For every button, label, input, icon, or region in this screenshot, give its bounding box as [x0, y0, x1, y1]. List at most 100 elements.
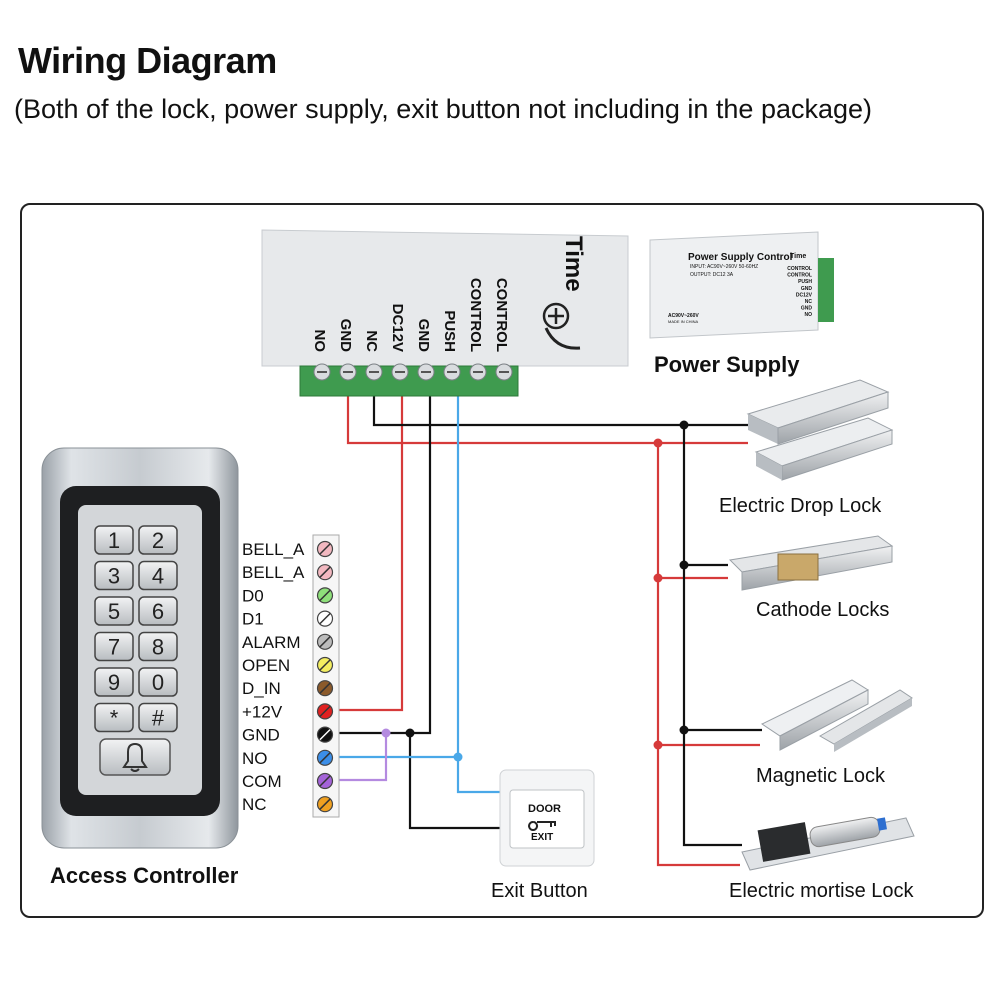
- controller-terminal-slot: [319, 589, 331, 601]
- power-supply-terminal-label: CONTROL: [467, 278, 484, 352]
- controller-terminal-slot: [319, 798, 331, 810]
- keypad-key-label: 3: [108, 564, 120, 589]
- keypad-key: [94, 667, 134, 697]
- controller-terminal-label: GND: [242, 726, 280, 745]
- wire-red-12v: [334, 390, 404, 712]
- exit-button-label: Exit Button: [491, 880, 588, 902]
- controller-terminal-label: D_IN: [242, 679, 281, 698]
- controller-terminal-slot: [319, 729, 331, 741]
- controller-terminal-label: ALARM: [242, 633, 301, 652]
- power-supply-terminal-label: NC: [363, 330, 380, 352]
- power-supply-brand: Time: [560, 236, 587, 292]
- product-terminal-label: PUSH: [798, 279, 812, 285]
- keypad-key-label: 7: [108, 635, 120, 660]
- junction-purple: [381, 728, 391, 738]
- product-title: Power Supply Control: [688, 252, 793, 263]
- keypad-key: [94, 596, 134, 626]
- controller-terminal-block: [312, 534, 340, 818]
- product-terminal-label: NC: [805, 299, 813, 305]
- time-logo-icon: [542, 302, 581, 350]
- page-title: Wiring Diagram: [18, 40, 277, 81]
- controller-terminal-label: NO: [242, 749, 268, 768]
- junction-black: [679, 725, 689, 735]
- keypad-key: [94, 702, 134, 733]
- power-supply-terminal-label: DC12V: [389, 304, 406, 352]
- keypad-key: [138, 525, 178, 555]
- product-output: OUTPUT: DC12 3A: [690, 272, 734, 278]
- cathode-lock-image: [728, 535, 894, 591]
- controller-terminal-label: D0: [242, 586, 264, 605]
- controller-terminal-label: NC: [242, 795, 267, 814]
- lock-label-mortise: Electric mortise Lock: [729, 880, 914, 902]
- exit-button-exit-text: EXIT: [531, 832, 553, 843]
- power-supply-terminal-label: GND: [337, 319, 354, 353]
- wire-black-exit: [408, 733, 500, 830]
- junction-red: [653, 438, 663, 448]
- diagram-frame: [20, 203, 984, 918]
- product-input: INPUT: AC90V~260V 50-60HZ: [690, 264, 758, 270]
- wire-blue-push: [334, 390, 460, 759]
- controller-terminal-slot: [319, 682, 331, 694]
- keypad-key-label: #: [152, 706, 165, 731]
- junction-black: [679, 420, 689, 430]
- power-supply-terminal-label: NO: [311, 330, 328, 353]
- wire-purple-com: [334, 733, 388, 782]
- keypad-key-label: 1: [108, 528, 120, 553]
- keypad-key: [94, 560, 134, 591]
- junction-blue: [453, 752, 463, 762]
- product-terminal-label: GND: [801, 286, 813, 292]
- keypad-key: [94, 525, 134, 555]
- controller-terminal-label: BELL_A: [242, 563, 305, 582]
- wire-black-gnd: [334, 390, 432, 735]
- keypad-key-label: 0: [152, 670, 164, 695]
- controller-terminal-slot: [319, 659, 331, 671]
- keypad-key: [138, 702, 178, 733]
- lock-label-magnetic: Magnetic Lock: [756, 765, 886, 787]
- controller-terminal-slot: [319, 566, 331, 578]
- lock-label-drop: Electric Drop Lock: [719, 495, 882, 517]
- bell-button: [99, 738, 171, 776]
- controller-terminal-slot: [319, 775, 331, 787]
- product-terminal-label: NO: [805, 312, 813, 318]
- controller-terminal-slot: [319, 613, 331, 625]
- power-supply-label: Power Supply: [654, 352, 800, 377]
- terminal-screws: [313, 363, 513, 381]
- page-subtitle: (Both of the lock, power supply, exit bu…: [14, 94, 873, 124]
- controller-terminal-label: OPEN: [242, 656, 290, 675]
- keypad-key: [138, 560, 178, 591]
- product-terminal-label: CONTROL: [787, 266, 812, 272]
- product-terminal-label: DC12V: [796, 292, 813, 298]
- keypad-key: [138, 631, 178, 662]
- controller-terminal-label: COM: [242, 772, 282, 791]
- electric-mortise-lock-image: [741, 816, 915, 871]
- keypad-key: [138, 596, 178, 626]
- power-supply-terminal-label: PUSH: [441, 310, 458, 352]
- controller-terminal-label: D1: [242, 610, 264, 629]
- power-supply-terminal-label: CONTROL: [493, 278, 510, 352]
- product-terminal-label: CONTROL: [787, 273, 812, 279]
- product-terminal-label: GND: [801, 306, 813, 312]
- magnetic-lock-image: [760, 679, 913, 752]
- bell-icon: [122, 742, 148, 772]
- product-brand: Time: [790, 253, 806, 260]
- keypad-key: [94, 631, 134, 662]
- junction-red: [653, 740, 663, 750]
- controller-terminal-label: +12V: [242, 702, 283, 721]
- controller-terminal-slot: [319, 705, 331, 717]
- controller-terminal-label: BELL_A: [242, 540, 305, 559]
- controller-terminal-slot: [319, 752, 331, 764]
- controller-terminal-slot: [319, 543, 331, 555]
- power-supply-photo: Power Supply Control Time INPUT: AC90V~2…: [649, 231, 834, 339]
- keypad-key-label: *: [110, 706, 119, 731]
- wire-junctions: [381, 420, 689, 762]
- junction-black: [405, 728, 415, 738]
- wire-blue-exit: [456, 757, 500, 794]
- exit-button-device: DOOR EXIT: [499, 769, 595, 867]
